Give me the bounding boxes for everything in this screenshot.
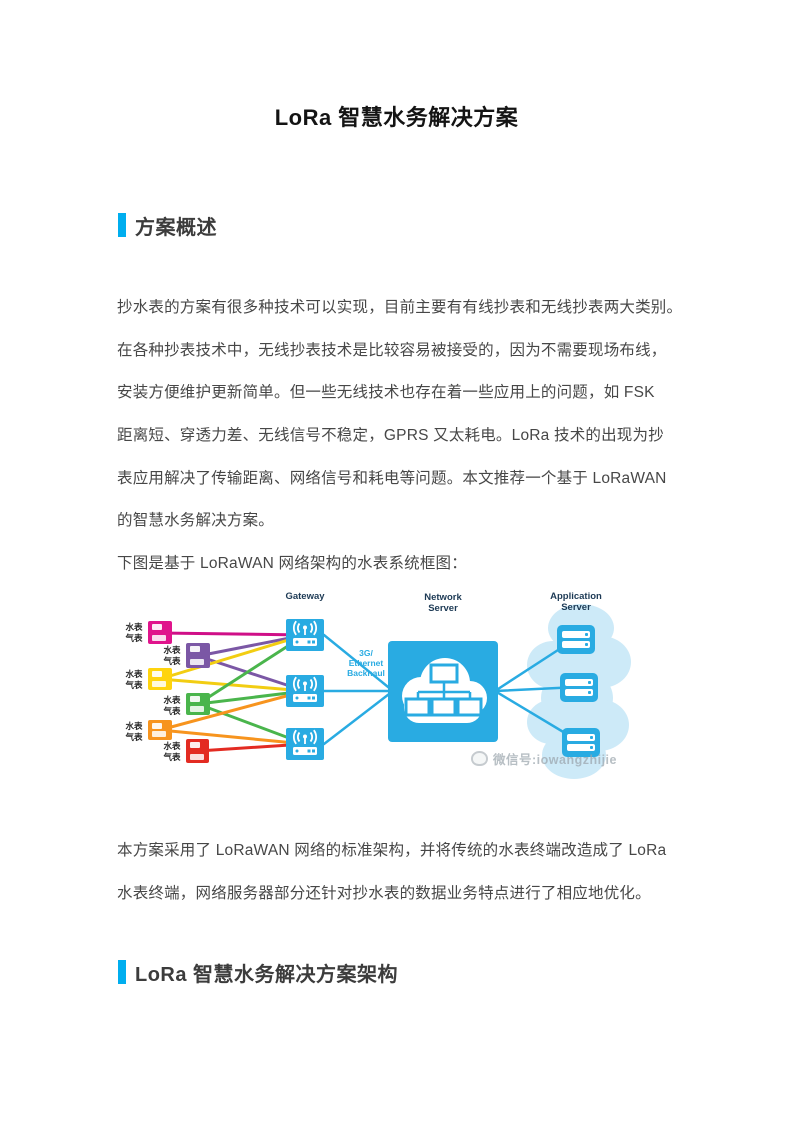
meter-icon — [152, 681, 166, 687]
watermark: 微信号:iowangzhijie — [471, 749, 617, 768]
meter-label-line: 气表 — [125, 633, 143, 643]
text-line: 表应用解决了传输距离、网络信号和耗电等问题。本文推荐一个基于 LoRaWAN — [117, 469, 667, 487]
backhaul-line: Backhaul — [347, 668, 385, 678]
backhaul-line: Ethernet — [348, 658, 384, 668]
meter-label: 水表 气表 — [122, 669, 146, 691]
link-yellow — [158, 633, 307, 681]
wifi-antenna-icon — [292, 729, 318, 755]
text-line: 本方案采用了 LoRaWAN 网络的标准架构，并将传统的水表终端改造成了 LoR… — [117, 842, 667, 859]
text-line: 安装方便维护更新简单。但一些无线技术也存在着一些应用上的问题，如 FSK — [117, 384, 655, 402]
text-line: 水表终端，网络服务器部分还针对抄水表的数据业务特点进行了相应地优化。 — [117, 884, 651, 902]
meter-label-line: 水表 — [163, 741, 181, 751]
link-orange — [158, 728, 307, 746]
backhaul-label: 3G/ Ethernet Backhaul — [339, 648, 393, 678]
server-slot — [567, 734, 595, 741]
server-slot — [565, 689, 593, 696]
server-icon — [562, 728, 600, 757]
server-slot — [565, 679, 593, 686]
meter-icon — [152, 731, 166, 737]
link-backhaul — [322, 689, 395, 746]
text-line: 在各种抄表技术中，无线抄表技术是比较容易被接受的，因为不需要现场布线， — [117, 341, 667, 359]
meter-icon — [190, 646, 200, 652]
meter-label-line: 水表 — [125, 622, 143, 632]
meter-icon — [190, 742, 200, 748]
network-server-heading: Network Server — [424, 592, 462, 614]
meter-node-orange — [148, 720, 172, 740]
heading-accent-bar — [118, 960, 126, 984]
watermark-text: 微信号:iowangzhijie — [493, 753, 617, 767]
meter-label-line: 气表 — [125, 732, 143, 742]
meter-label: 水表 气表 — [122, 622, 146, 644]
wifi-antenna-icon — [292, 676, 318, 702]
backhaul-line: 3G/ — [359, 648, 373, 658]
meter-icon — [152, 723, 162, 729]
text-line: 抄水表的方案有很多种技术可以实现，目前主要有有线抄表和无线抄表两大类别。 — [117, 299, 683, 316]
page-title: LoRa 智慧水务解决方案 — [274, 105, 519, 130]
server-slot — [562, 641, 590, 648]
gateway-node — [286, 619, 324, 651]
link-backhaul — [322, 633, 395, 693]
meter-icon — [190, 754, 204, 760]
paragraph-summary: 本方案采用了 LoRaWAN 网络的标准架构，并将传统的水表终端改造成了 LoR… — [117, 830, 697, 915]
meter-label-line: 水表 — [125, 669, 143, 679]
meter-node-purple — [186, 643, 210, 668]
text-line: 的智慧水务解决方案。 — [117, 512, 275, 530]
meter-icon — [152, 624, 162, 630]
meter-node-magenta — [148, 621, 172, 644]
meter-label: 水表 气表 — [160, 741, 184, 763]
meter-label-line: 气表 — [163, 656, 181, 666]
paragraph-overview: 抄水表的方案有很多种技术可以实现，目前主要有有线抄表和无线抄表两大类别。 在各种… — [117, 287, 697, 586]
meter-label-line: 气表 — [125, 680, 143, 690]
meter-icon — [190, 696, 200, 702]
text-line: 距离短、穿透力差、无线信号不稳定，GPRS 又太耗电。LoRa 技术的出现为抄 — [117, 427, 664, 445]
meter-icon — [190, 706, 204, 712]
server-icon — [560, 673, 598, 702]
server-icon — [557, 625, 595, 654]
meter-icon — [190, 659, 204, 665]
network-cloud-icon — [402, 658, 487, 723]
heading-accent-bar — [118, 213, 126, 237]
wifi-antenna-icon — [292, 620, 318, 646]
meter-node-red — [186, 739, 209, 763]
text-line: 下图是基于 LoRaWAN 网络架构的水表系统框图： — [117, 555, 467, 573]
gateway-node — [286, 675, 324, 707]
application-server-heading: Application Server — [550, 591, 602, 613]
meter-label: 水表 气表 — [160, 645, 184, 667]
meter-label-line: 水表 — [163, 695, 181, 705]
meter-label: 水表 气表 — [122, 721, 146, 743]
link-orange — [158, 689, 307, 732]
gateway-node — [286, 728, 324, 760]
meter-label-line: 气表 — [163, 752, 181, 762]
meter-label-line: 水表 — [125, 721, 143, 731]
meter-icon — [152, 635, 166, 641]
section-heading-text: 方案概述 — [135, 217, 217, 239]
network-server-node — [388, 641, 498, 742]
link-magenta — [158, 631, 307, 637]
server-slot — [562, 631, 590, 638]
link-yellow — [158, 677, 307, 693]
meter-label-line: 水表 — [163, 645, 181, 655]
server-slot — [567, 744, 595, 751]
gateway-heading: Gateway — [285, 591, 325, 602]
meter-node-green — [186, 693, 210, 715]
section-heading-text: LoRa 智慧水务解决方案架构 — [135, 964, 399, 986]
meter-label-line: 气表 — [163, 706, 181, 716]
meter-label: 水表 气表 — [160, 695, 184, 717]
watermark-logo-icon — [471, 751, 488, 766]
meter-icon — [152, 671, 162, 677]
lorawan-architecture-diagram: Gateway Network Server Application Serve… — [115, 585, 660, 800]
meter-node-yellow — [148, 668, 172, 690]
